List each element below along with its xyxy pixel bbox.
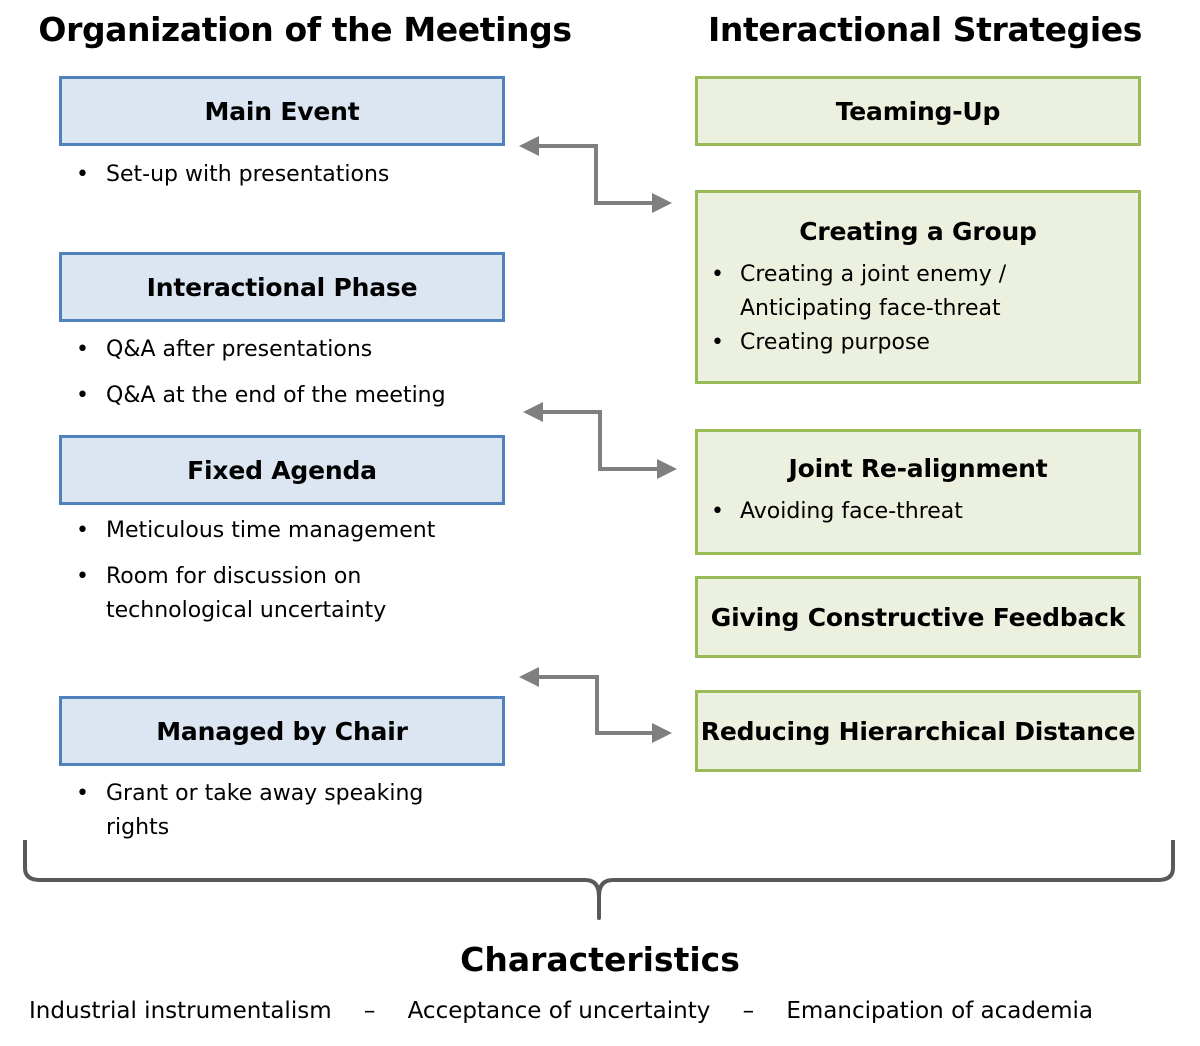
org-bullet: Q&A after presentations — [62, 333, 482, 367]
strategy-box-reducing-hierarchical-distance: Reducing Hierarchical Distance — [695, 690, 1141, 772]
org-bullets-managed-by-chair: Grant or take away speaking rights — [62, 777, 462, 845]
strategy-bullets: Avoiding face-threat — [698, 495, 1138, 529]
org-bullet: Set-up with presentations — [62, 158, 462, 192]
org-box-title: Managed by Chair — [156, 716, 408, 746]
org-bullet: Meticulous time management — [62, 514, 462, 548]
org-box-managed-by-chair: Managed by Chair — [59, 696, 505, 766]
strategy-box-creating-a-group: Creating a Group Creating a joint enemy … — [695, 190, 1141, 384]
double-arrow-connector — [519, 667, 672, 743]
strategy-box-giving-constructive-feedback: Giving Constructive Feedback — [695, 576, 1141, 658]
double-arrow-connector — [523, 402, 677, 479]
characteristic-item: Emancipation of academia — [786, 998, 1094, 1024]
org-bullet: Room for discussion on technological unc… — [62, 560, 462, 628]
left-heading: Organization of the Meetings — [38, 10, 572, 49]
strategy-box-title: Creating a Group — [799, 217, 1037, 246]
curly-brace — [23, 840, 1175, 920]
strategy-bullet: Creating a joint enemy / Anticipating fa… — [698, 258, 1138, 326]
double-arrow-connector — [519, 136, 672, 213]
org-bullets-main-event: Set-up with presentations — [62, 158, 462, 192]
org-box-title: Fixed Agenda — [187, 455, 377, 485]
strategy-box-teaming-up: Teaming-Up — [695, 76, 1141, 146]
strategy-bullet: Creating purpose — [698, 326, 1138, 360]
org-box-interactional-phase: Interactional Phase — [59, 252, 505, 322]
org-bullet: Q&A at the end of the meeting — [62, 379, 482, 413]
org-box-fixed-agenda: Fixed Agenda — [59, 435, 505, 505]
characteristic-separator: – — [363, 998, 376, 1024]
characteristics-title: Characteristics — [460, 940, 740, 979]
characteristic-separator: – — [742, 998, 755, 1024]
right-heading: Interactional Strategies — [708, 10, 1142, 49]
strategy-box-joint-re-alignment: Joint Re-alignment Avoiding face-threat — [695, 429, 1141, 555]
characteristics-list: Industrial instrumentalism – Acceptance of… — [29, 998, 1093, 1024]
org-box-main-event: Main Event — [59, 76, 505, 146]
org-bullets-interactional-phase: Q&A after presentations Q&A at the end o… — [62, 333, 482, 413]
strategy-bullet: Avoiding face-threat — [698, 495, 1138, 529]
org-bullet: Grant or take away speaking rights — [62, 777, 462, 845]
org-box-title: Main Event — [204, 96, 360, 126]
strategy-box-title: Giving Constructive Feedback — [710, 602, 1126, 632]
characteristic-item: Industrial instrumentalism — [29, 998, 332, 1024]
strategy-box-title: Reducing Hierarchical Distance — [700, 716, 1136, 746]
org-bullets-fixed-agenda: Meticulous time management Room for disc… — [62, 514, 462, 628]
characteristic-item: Acceptance of uncertainty — [407, 998, 711, 1024]
strategy-box-title: Joint Re-alignment — [788, 454, 1048, 483]
org-box-title: Interactional Phase — [146, 272, 418, 302]
strategy-box-title: Teaming-Up — [835, 96, 1001, 126]
strategy-bullets: Creating a joint enemy / Anticipating fa… — [698, 258, 1138, 360]
